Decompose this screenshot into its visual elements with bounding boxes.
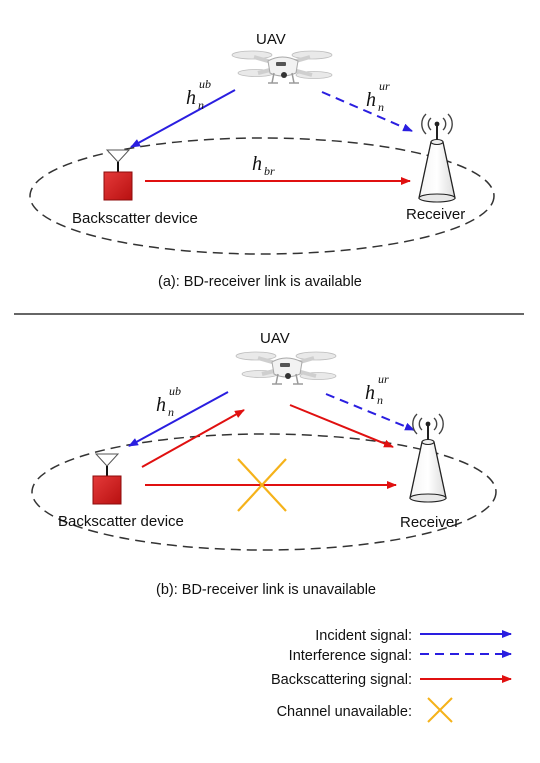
incident-signal-arrow [128, 391, 229, 447]
legend: Incident signal: Interference signal: Ba… [271, 628, 512, 723]
caption-b: (b): BD-receiver link is unavailable [156, 582, 376, 598]
incident-signal-arrow [130, 89, 236, 148]
backscatter-device-icon [92, 453, 122, 505]
svg-text:n: n [168, 405, 174, 419]
coverage-area-a [29, 137, 495, 255]
svg-text:h: h [186, 87, 196, 109]
panel-a: UAV h ub n h ur n h br Backscatter devic… [29, 31, 495, 290]
coverage-area-b [31, 433, 497, 551]
backscatter-label: Backscatter device [72, 210, 198, 227]
caption-a: (a): BD-receiver link is available [158, 274, 362, 290]
receiver-tower-icon [409, 413, 447, 503]
svg-text:ub: ub [199, 77, 211, 91]
interference-signal-arrow [321, 91, 413, 132]
receiver-label: Receiver [406, 206, 465, 223]
receiver-label: Receiver [400, 514, 459, 531]
channel-h-ub-label: h ub n [156, 384, 181, 419]
svg-text:h: h [156, 394, 166, 416]
receiver-tower-icon [418, 113, 456, 203]
channel-h-ur-label: h ur n [365, 372, 389, 407]
svg-text:n: n [377, 393, 383, 407]
panel-b: UAV h ub n h ur n Backscatter device Rec… [31, 330, 497, 598]
uav-label: UAV [260, 330, 290, 347]
channel-h-ub-label: h ub n [186, 77, 211, 112]
channel-h-br-label: h br [252, 153, 275, 178]
legend-unavailable-label: Channel unavailable: [277, 704, 412, 720]
svg-text:ur: ur [379, 79, 390, 93]
legend-unavailable-cross [427, 697, 453, 723]
uav-label: UAV [256, 31, 286, 48]
svg-text:n: n [198, 98, 204, 112]
backscatter-to-uav-arrow [141, 409, 245, 468]
channel-h-ur-label: h ur n [366, 79, 390, 114]
backscatter-label: Backscatter device [58, 513, 184, 530]
channel-unavailable-cross [237, 458, 287, 512]
svg-text:h: h [365, 382, 375, 404]
drone-icon [234, 350, 338, 386]
svg-text:ub: ub [169, 384, 181, 398]
drone-icon [230, 49, 334, 85]
legend-incident-label: Incident signal: [315, 628, 412, 644]
svg-text:h: h [366, 89, 376, 111]
svg-text:n: n [378, 100, 384, 114]
svg-text:ur: ur [378, 372, 389, 386]
svg-text:br: br [264, 164, 275, 178]
svg-text:h: h [252, 153, 262, 175]
legend-interference-label: Interference signal: [289, 648, 412, 664]
backscatter-device-icon [103, 149, 133, 201]
uav-to-receiver-arrow [289, 404, 394, 448]
interference-signal-arrow [325, 393, 415, 431]
legend-backscattering-label: Backscattering signal: [271, 672, 412, 688]
